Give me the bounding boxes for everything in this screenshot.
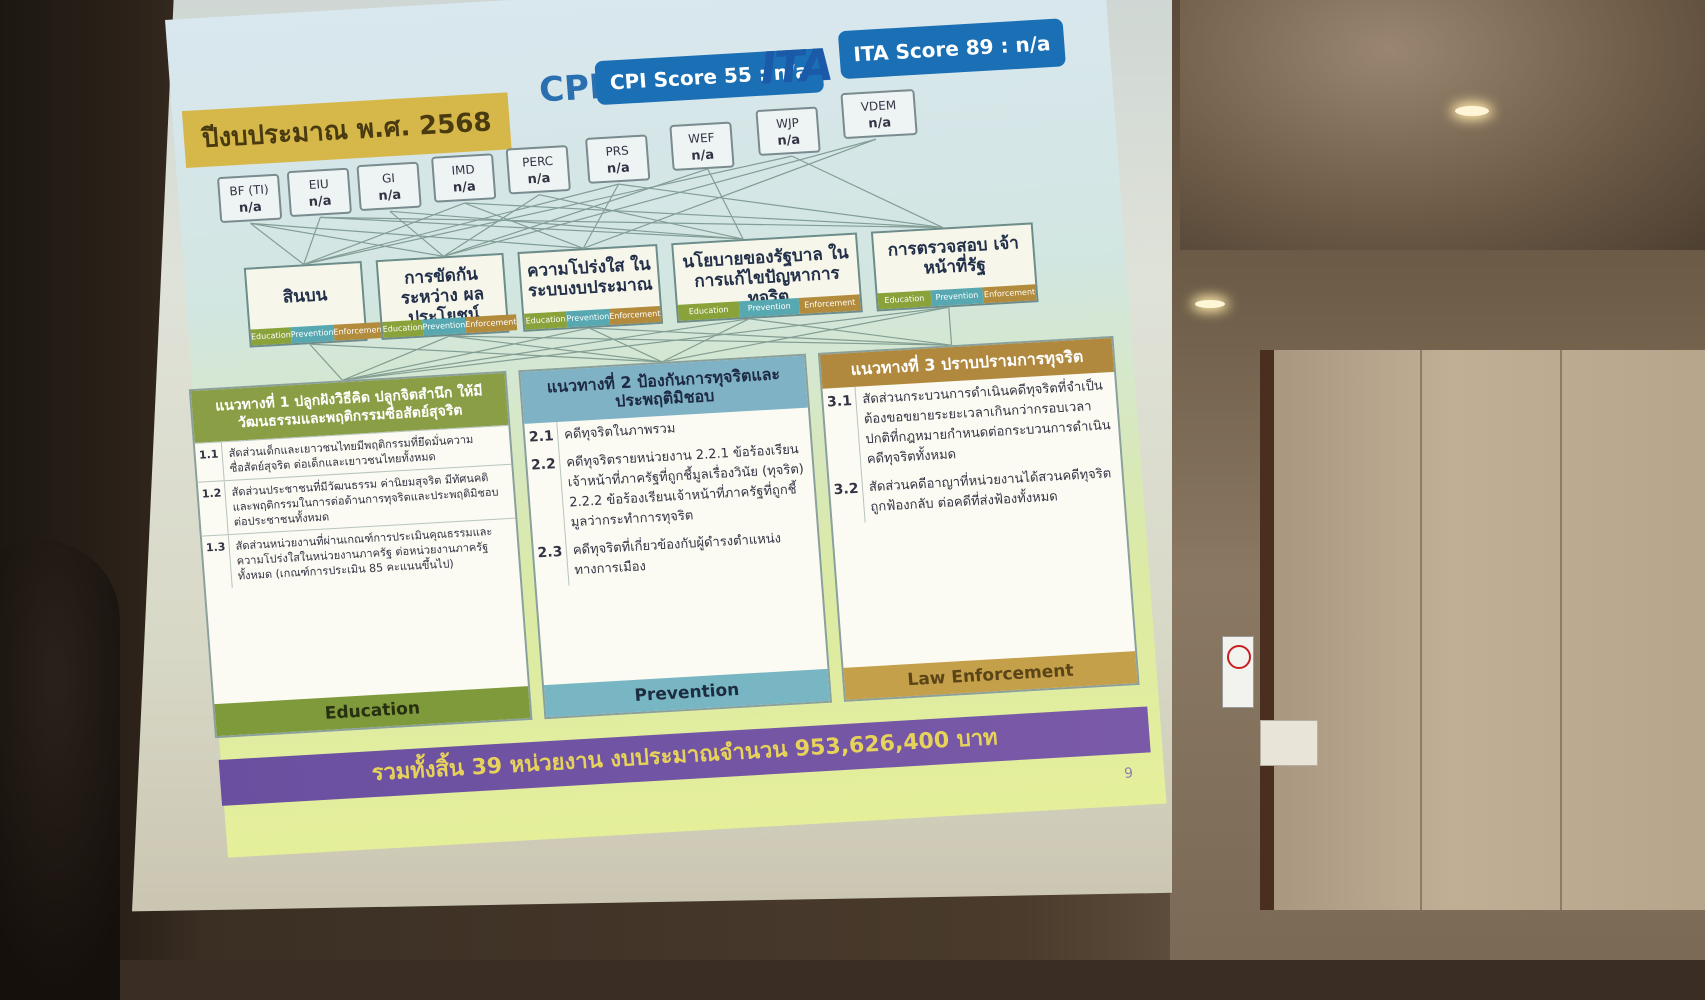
path-2-prevention: แนวทางที่ 2 ป้องกันการทุจริตและประพฤติมิ…	[518, 353, 833, 720]
cpi-label: CPI	[537, 67, 604, 111]
ceiling-light	[1195, 300, 1225, 308]
audience-person-silhouette	[0, 540, 120, 1000]
slide: ปีงบประมาณ พ.ศ. 2568 CPI CPI Score 55 : …	[165, 0, 1167, 858]
ceiling-light	[1455, 106, 1489, 116]
prevention-footer: Prevention	[543, 668, 830, 718]
ita-logo: ITA	[758, 39, 834, 95]
path-1-education: แนวทางที่ 1 ปลูกฝังวิธีคิด ปลูกจิตสำนึก …	[188, 370, 533, 739]
wall-door-panel	[1260, 350, 1705, 910]
page-number: 9	[1123, 765, 1134, 782]
door-seam	[1560, 350, 1562, 910]
education-footer: Education	[214, 686, 531, 737]
source-box-bf-ti: BF (TI)n/a	[216, 173, 283, 224]
law-enforcement-footer: Law Enforcement	[843, 651, 1138, 700]
ita-score-badge: ITA Score 89 : n/a	[837, 18, 1067, 80]
door-seam	[1420, 350, 1422, 910]
wall-paper-note	[1260, 720, 1318, 766]
category-government-policy: นโยบายของรัฐบาล ในการแก้ไขปัญหาการทุจริต…	[671, 232, 863, 323]
no-smoking-sign	[1222, 636, 1254, 708]
ceiling	[1180, 0, 1705, 250]
